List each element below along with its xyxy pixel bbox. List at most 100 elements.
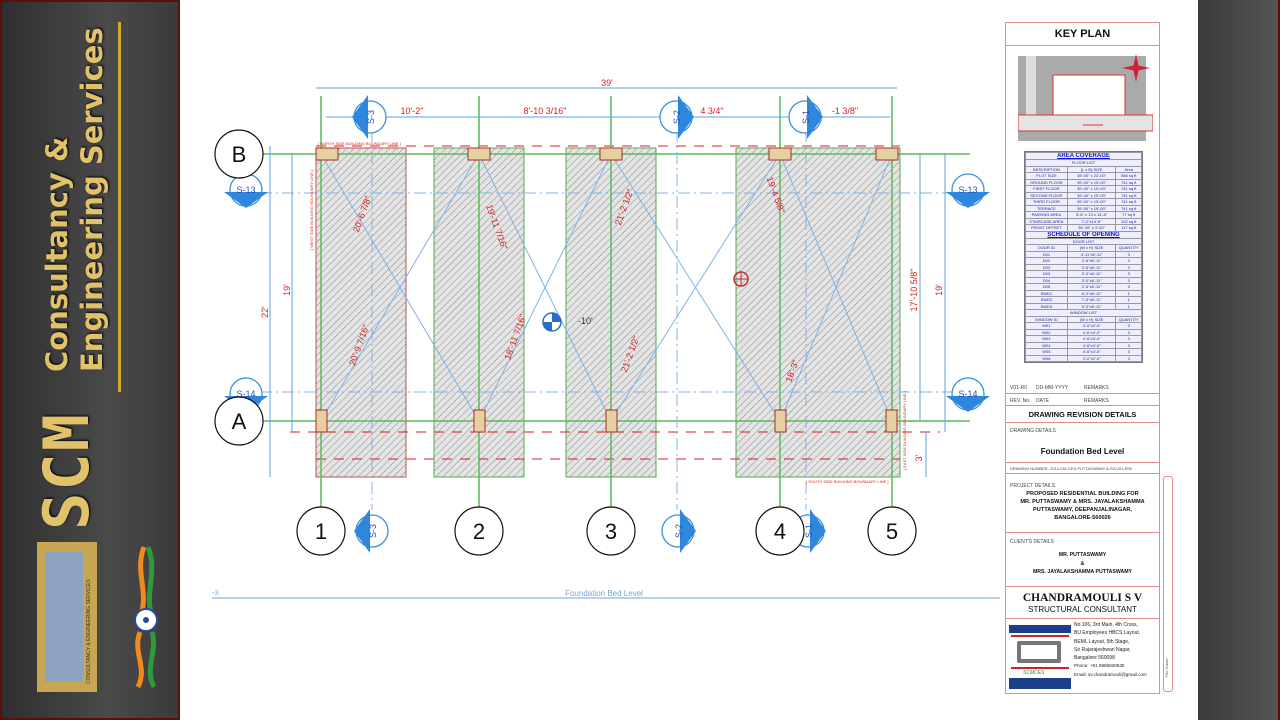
grid-bubble-1: 1 — [296, 506, 346, 556]
level-marker-icon — [542, 312, 562, 332]
project-details-label: PROJECT DETAILS — [1010, 483, 1056, 489]
revision-title: DRAWING REVISION DETAILS — [1028, 410, 1137, 419]
section-marker-s14[interactable]: S-14 — [946, 377, 990, 412]
section-label: S-3 — [368, 524, 378, 538]
client-details: CLIENT'S DETAILS MR. PUTTASWAMY & MRS. J… — [1006, 535, 1159, 587]
section-marker-s1[interactable]: S-1 — [788, 95, 823, 139]
brand-banner: CONSULTANCY & ENGINEERING SERVICES SCM C… — [0, 0, 180, 720]
level-mark-text: -10' — [578, 316, 593, 326]
section-marker-s13[interactable]: S-13 — [224, 173, 268, 208]
grid-label: 1 — [315, 519, 327, 544]
key-plan-title: KEY PLAN — [1054, 28, 1111, 40]
drawing-number-row: DRAWING NUMBER: 2014-CM-CES-PUTTASWAMY-A… — [1006, 463, 1159, 474]
rev-no-header: REV. No. — [1010, 398, 1031, 404]
right-dim-2: 19' — [934, 284, 944, 296]
section-label: S-13 — [958, 185, 977, 195]
section-label: S-14 — [236, 389, 255, 399]
table-cell: QUANTITY — [1115, 244, 1142, 252]
table-cell: AREA COVERAGE — [1025, 152, 1142, 160]
gold-divider — [118, 22, 121, 392]
revision-title-row: DRAWING REVISION DETAILS — [1006, 406, 1159, 423]
consultant-logo: SCMCES — [1009, 623, 1071, 691]
section-marker-s2[interactable]: S-2 — [661, 509, 696, 553]
left-dim-2: 19' — [282, 284, 292, 296]
drawing-number: 2014-CM-CES-PUTTASWAMY-A-S3-V01-R00 — [1050, 466, 1133, 471]
east-boundary-label: [ EAST SIDE BUILDING BOUNDARY LINE ] — [902, 391, 907, 470]
grid-bubble-row: B — [214, 129, 264, 179]
india-flag-emblem-icon — [134, 546, 158, 689]
top-dim-2: 8'-10 3/16" — [524, 106, 567, 116]
grid-label: 5 — [886, 519, 898, 544]
logo-text: SCMCES — [1023, 670, 1045, 676]
file-name-label: File Name: — [1164, 657, 1169, 677]
area-coverage-title: AREA COVERAGE — [1025, 152, 1142, 160]
section-label: S-13 — [236, 185, 255, 195]
section-label: S-14 — [958, 389, 977, 399]
client-line: & — [1080, 560, 1085, 567]
brand-tagline-2: Engineering Services — [75, 27, 109, 372]
section-label: S-2 — [672, 110, 682, 124]
table-cell: SECOND FLOOR — [1025, 191, 1068, 199]
top-dim-3: 4 3/4" — [700, 106, 723, 116]
grid-bubble-row: A — [214, 396, 264, 446]
footing-strip-1 — [315, 147, 407, 478]
remarks-header: REMARKS — [1084, 398, 1109, 404]
revision-row-1: V01-R0 DD-MM-YYYY REMARKS — [1006, 380, 1159, 394]
date-header: DATE — [1036, 398, 1049, 404]
right-decor-panel — [1198, 0, 1280, 720]
consultant-address: No.106, 3rd Main, 4th Cross, BU Employee… — [1074, 621, 1147, 679]
grid-label: A — [232, 409, 247, 434]
phone-number: Phone: +91 9986030635 — [1074, 663, 1125, 669]
section-marker-s2[interactable]: S-2 — [659, 95, 694, 139]
address-line: BEML Layout, 5th Stage, — [1074, 638, 1130, 645]
client-line: MR. PUTTASWAMY — [1058, 552, 1107, 558]
grid-label: B — [232, 142, 247, 167]
section-marker-s13[interactable]: S-13 — [946, 173, 990, 208]
overall-width-dim: 39' — [601, 78, 613, 88]
project-line: BANGALORE-560026 — [1054, 515, 1111, 521]
drawing-details-label: DRAWING DETAILS — [1010, 428, 1056, 434]
section-marker-s3[interactable]: S-3 — [352, 95, 387, 139]
south-boundary-label: [ SOUTH SIDE BUILDING BOUNDARY LINE ] — [806, 479, 889, 484]
view-number: -3. — [212, 590, 220, 597]
north-boundary-label: [ NORTH SIDE BUILDING BOUNDARY LINE ] — [318, 141, 401, 146]
client-details-label: CLIENT'S DETAILS — [1010, 539, 1054, 545]
section-marker-s3[interactable]: S-3 — [354, 509, 389, 553]
consultant-block: CHANDRAMOULI S V STRUCTURAL CONSULTANT — [1006, 589, 1159, 619]
address-line: No.106, 3rd Main, 4th Cross, — [1074, 622, 1138, 628]
brand-tagline-1: Consultancy & — [40, 136, 74, 372]
left-dim-1: 22' — [260, 306, 270, 318]
logo-caption: CONSULTANCY & ENGINEERING SERVICES — [86, 579, 92, 684]
rev-remarks: REMARKS — [1084, 385, 1109, 391]
footing-strip-4 — [735, 147, 901, 478]
right-dim-3: 3' — [914, 454, 924, 461]
view-title: Foundation Bed Level — [565, 589, 643, 598]
email-address: Email: sv.chandramouli@gmail.com — [1074, 671, 1147, 677]
client-line: MRS. JAYALAKSHAMMA PUTTASWAMY — [1032, 569, 1133, 575]
address-line: BU Employees HBCS Layout, — [1074, 630, 1141, 637]
rev-date: DD-MM-YYYY — [1036, 385, 1069, 391]
address-line: Sri Rajarajeshwari Nagar, — [1074, 646, 1131, 653]
grid-bubble-5: 5 — [867, 506, 917, 556]
table-cell: FRONT OFFSET — [1025, 224, 1068, 232]
drawing-details: DRAWING DETAILS Foundation Bed Level — [1006, 423, 1159, 463]
west-boundary-label: [ WEST SIDE BUILDING BOUNDARY LINE ] — [309, 170, 314, 250]
consultant-name: CHANDRAMOULI S V — [1022, 592, 1143, 604]
grid-label: 4 — [774, 519, 786, 544]
table-cell: 3'-0"x2'-0" — [1066, 354, 1117, 362]
table-cell: PARKING AREA — [1025, 211, 1068, 219]
key-plan-header: KEY PLAN — [1006, 23, 1159, 46]
grid-bubble-2: 2 — [454, 506, 504, 556]
rev-number: V01-R0 — [1010, 385, 1027, 391]
revision-header-row: REV. No. DATE REMARKS — [1006, 394, 1159, 406]
reference-point-icon — [733, 271, 749, 287]
